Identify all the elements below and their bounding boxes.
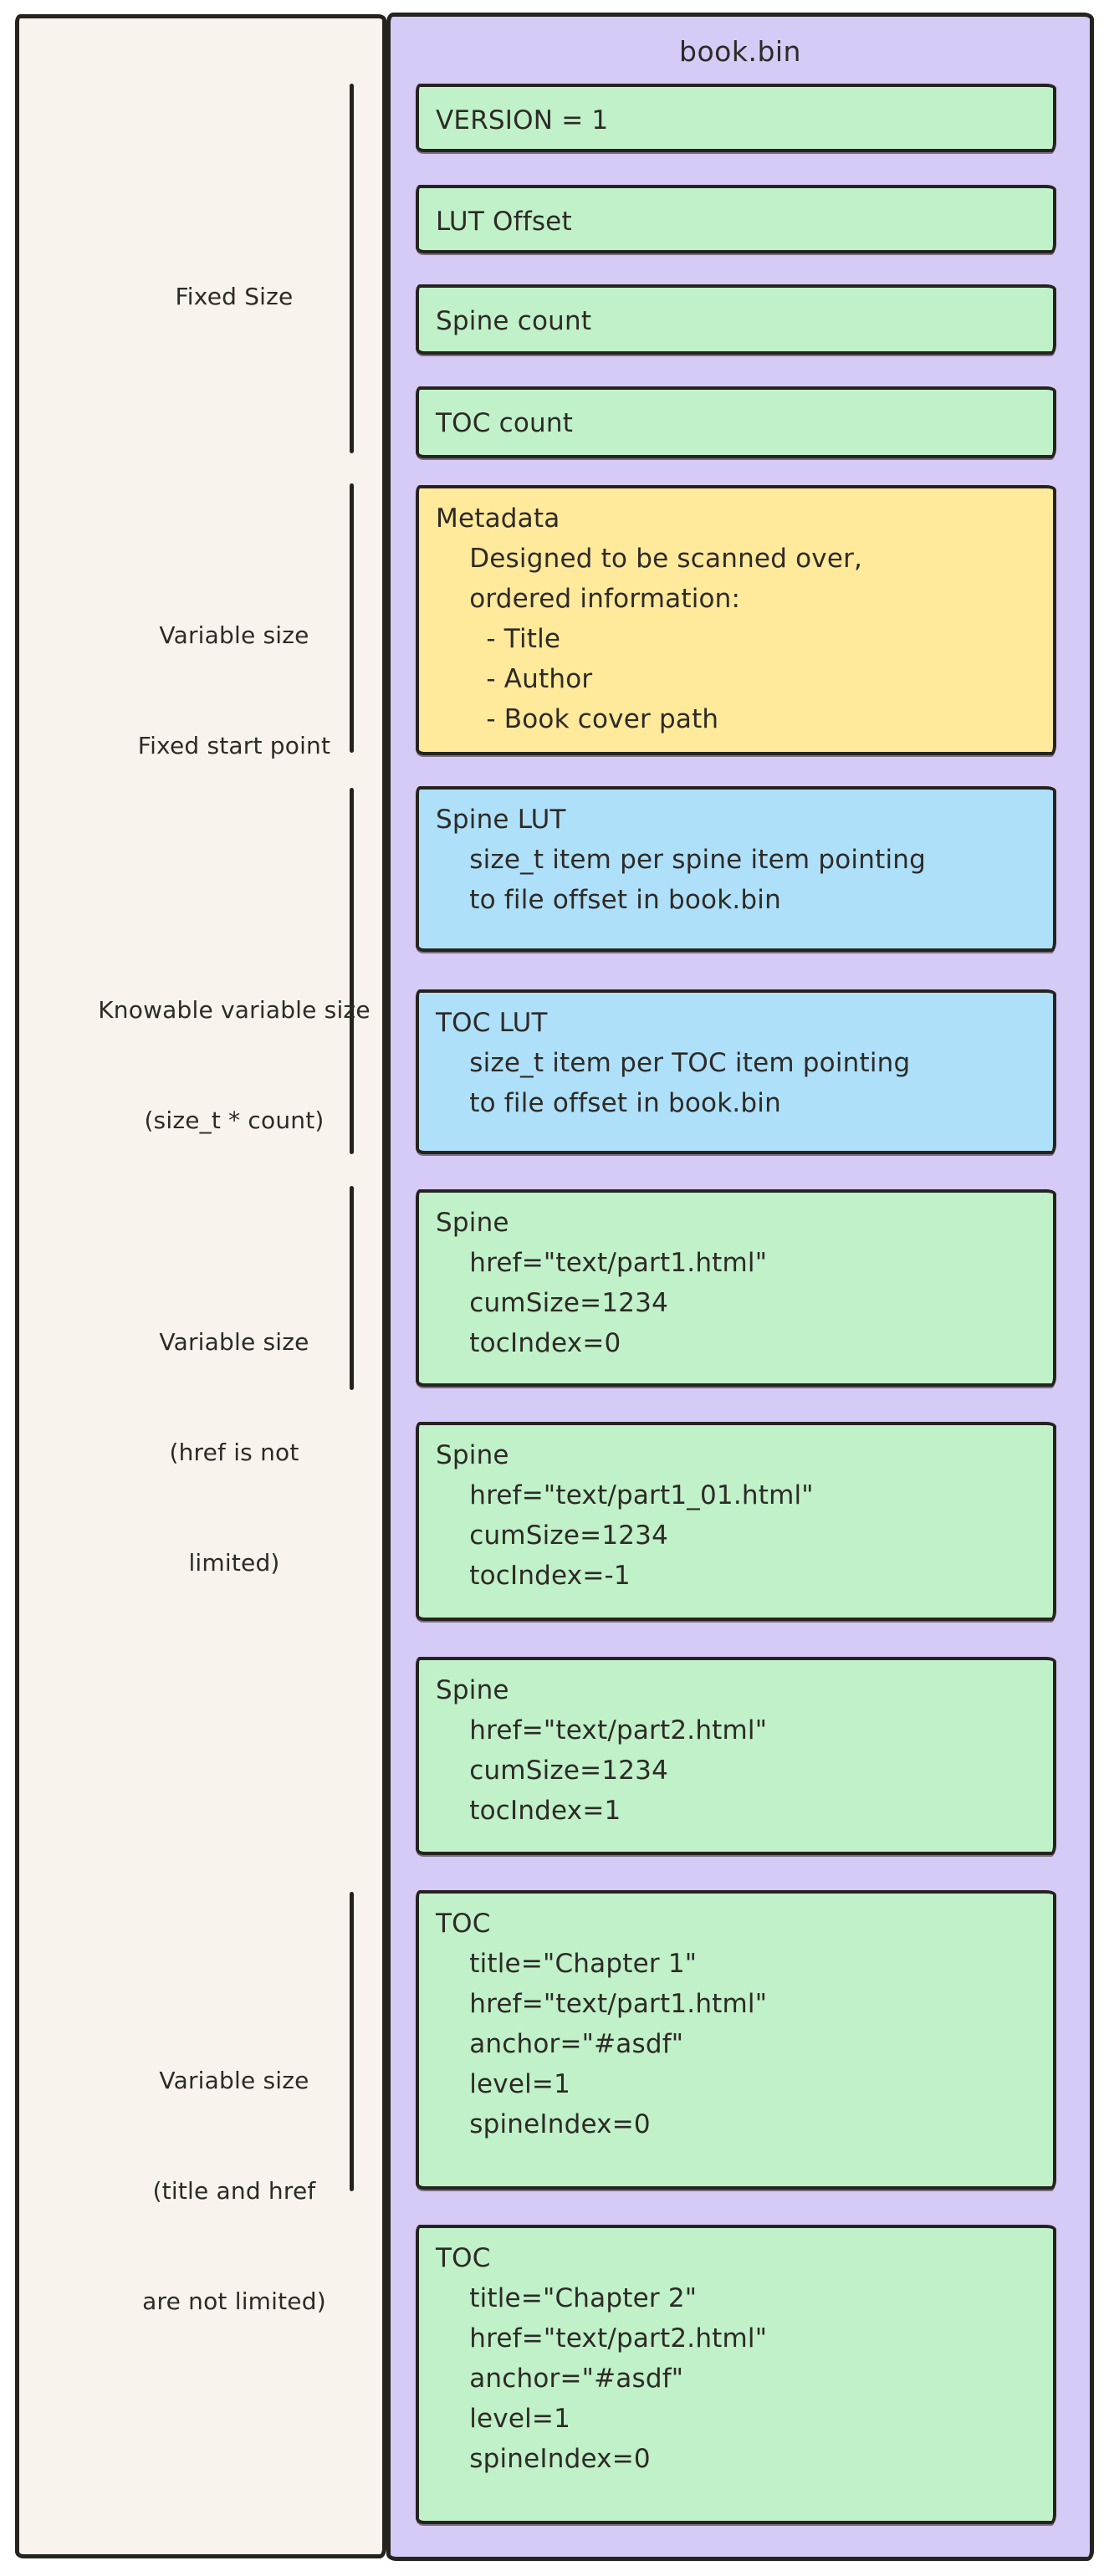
label-line: Variable size — [159, 2067, 309, 2094]
record-box-toc-2: TOC title="Chapter 2" href="text/part2.h… — [416, 2225, 1056, 2524]
box-text-line: anchor="#asdf" — [436, 2364, 684, 2394]
label-line: are not limited) — [142, 2287, 326, 2315]
box-text-line: size_t item per spine item pointing — [436, 845, 926, 875]
label-line: Fixed Size — [175, 283, 294, 310]
label-line: (href is not — [169, 1439, 299, 1466]
box-text-line: href="text/part1_01.html" — [436, 1480, 814, 1510]
bracket-variable-fixed-start — [350, 483, 354, 753]
box-text-line: Spine LUT — [436, 805, 566, 835]
box-text-line: href="text/part1.html" — [436, 1248, 768, 1278]
record-box-spine-3: Spine href="text/part2.html" cumSize=123… — [416, 1657, 1056, 1855]
box-text-line: - Title — [436, 624, 561, 654]
box-text-line: Spine — [436, 1675, 509, 1705]
box-text-line: level=1 — [436, 2069, 571, 2099]
box-text-line: Spine — [436, 1208, 509, 1238]
box-text-line: TOC count — [436, 408, 574, 438]
bracket-fixed-size — [350, 84, 354, 453]
label-variable-size-href: Variable size (href is not limited) — [50, 1250, 418, 1655]
label-line: Fixed start point — [137, 732, 331, 759]
field-box-version: VERSION = 1 — [416, 84, 1056, 152]
box-text-line: anchor="#asdf" — [436, 2029, 684, 2059]
label-line: limited) — [188, 1549, 280, 1577]
box-text-line: Spine count — [436, 306, 592, 336]
box-text-line: ordered information: — [436, 584, 741, 614]
box-text-line: LUT Offset — [436, 207, 572, 237]
label-knowable-variable-size: Knowable variable size (size_t * count) — [50, 918, 418, 1213]
bracket-variable-size-title — [350, 1892, 354, 2191]
field-box-metadata: Metadata Designed to be scanned over, or… — [416, 485, 1056, 755]
box-text-line: TOC LUT — [436, 1008, 548, 1038]
box-text-line: tocIndex=-1 — [436, 1561, 631, 1591]
box-text-line: href="text/part1.html" — [436, 1989, 768, 2019]
box-text-line: tocIndex=0 — [436, 1328, 621, 1358]
label-line: (size_t * count) — [144, 1107, 325, 1134]
box-text-line: Spine — [436, 1440, 509, 1470]
box-text-line: Metadata — [436, 503, 560, 534]
label-line: (title and href — [152, 2177, 316, 2205]
box-text-line: Designed to be scanned over, — [436, 544, 863, 574]
field-box-spine-count: Spine count — [416, 284, 1056, 355]
box-text-line: spineIndex=0 — [436, 2444, 651, 2474]
box-text-line: - Book cover path — [436, 704, 719, 734]
book-bin-panel: book.bin VERSION = 1 LUT Offset Spine co… — [386, 13, 1094, 2561]
record-box-spine-1: Spine href="text/part1.html" cumSize=123… — [416, 1189, 1056, 1387]
box-text-line: size_t item per TOC item pointing — [436, 1048, 911, 1078]
bracket-variable-size-href — [350, 1186, 354, 1390]
file-title: book.bin — [679, 35, 801, 68]
label-line: Variable size — [159, 1328, 309, 1356]
box-text-line: title="Chapter 2" — [436, 2283, 698, 2313]
label-variable-size-title: Variable size (title and href are not li… — [50, 1989, 418, 2394]
record-box-toc-1: TOC title="Chapter 1" href="text/part1.h… — [416, 1890, 1056, 2190]
box-text-line: to file offset in book.bin — [436, 1088, 781, 1118]
record-box-spine-2: Spine href="text/part1_01.html" cumSize=… — [416, 1422, 1056, 1621]
label-line: Knowable variable size — [98, 996, 371, 1024]
box-text-line: href="text/part2.html" — [436, 2323, 768, 2354]
box-text-line: level=1 — [436, 2404, 571, 2434]
field-box-lut-offset: LUT Offset — [416, 185, 1056, 253]
label-line: Variable size — [159, 621, 309, 649]
box-text-line: spineIndex=0 — [436, 2109, 651, 2139]
box-text-line: tocIndex=1 — [436, 1796, 621, 1826]
box-text-line: cumSize=1234 — [436, 1288, 669, 1318]
box-text-line: VERSION = 1 — [436, 105, 609, 135]
box-text-line: cumSize=1234 — [436, 1756, 669, 1786]
box-text-line: TOC — [436, 1909, 491, 1939]
field-box-spine-lut: Spine LUT size_t item per spine item poi… — [416, 786, 1056, 952]
box-text-line: - Author — [436, 664, 593, 694]
box-text-line: href="text/part2.html" — [436, 1715, 768, 1745]
field-box-toc-lut: TOC LUT size_t item per TOC item pointin… — [416, 989, 1056, 1154]
label-variable-fixed-start: Variable size Fixed start point — [50, 544, 418, 838]
bracket-knowable-variable-size — [350, 788, 354, 1154]
field-box-toc-count: TOC count — [416, 386, 1056, 458]
label-fixed-size: Fixed Size — [50, 205, 418, 389]
size-annotation-panel: Fixed Size Variable size Fixed start poi… — [15, 14, 386, 2558]
box-text-line: title="Chapter 1" — [436, 1949, 698, 1979]
box-text-line: to file offset in book.bin — [436, 885, 781, 915]
box-text-line: cumSize=1234 — [436, 1521, 669, 1551]
box-text-line: TOC — [436, 2243, 491, 2273]
